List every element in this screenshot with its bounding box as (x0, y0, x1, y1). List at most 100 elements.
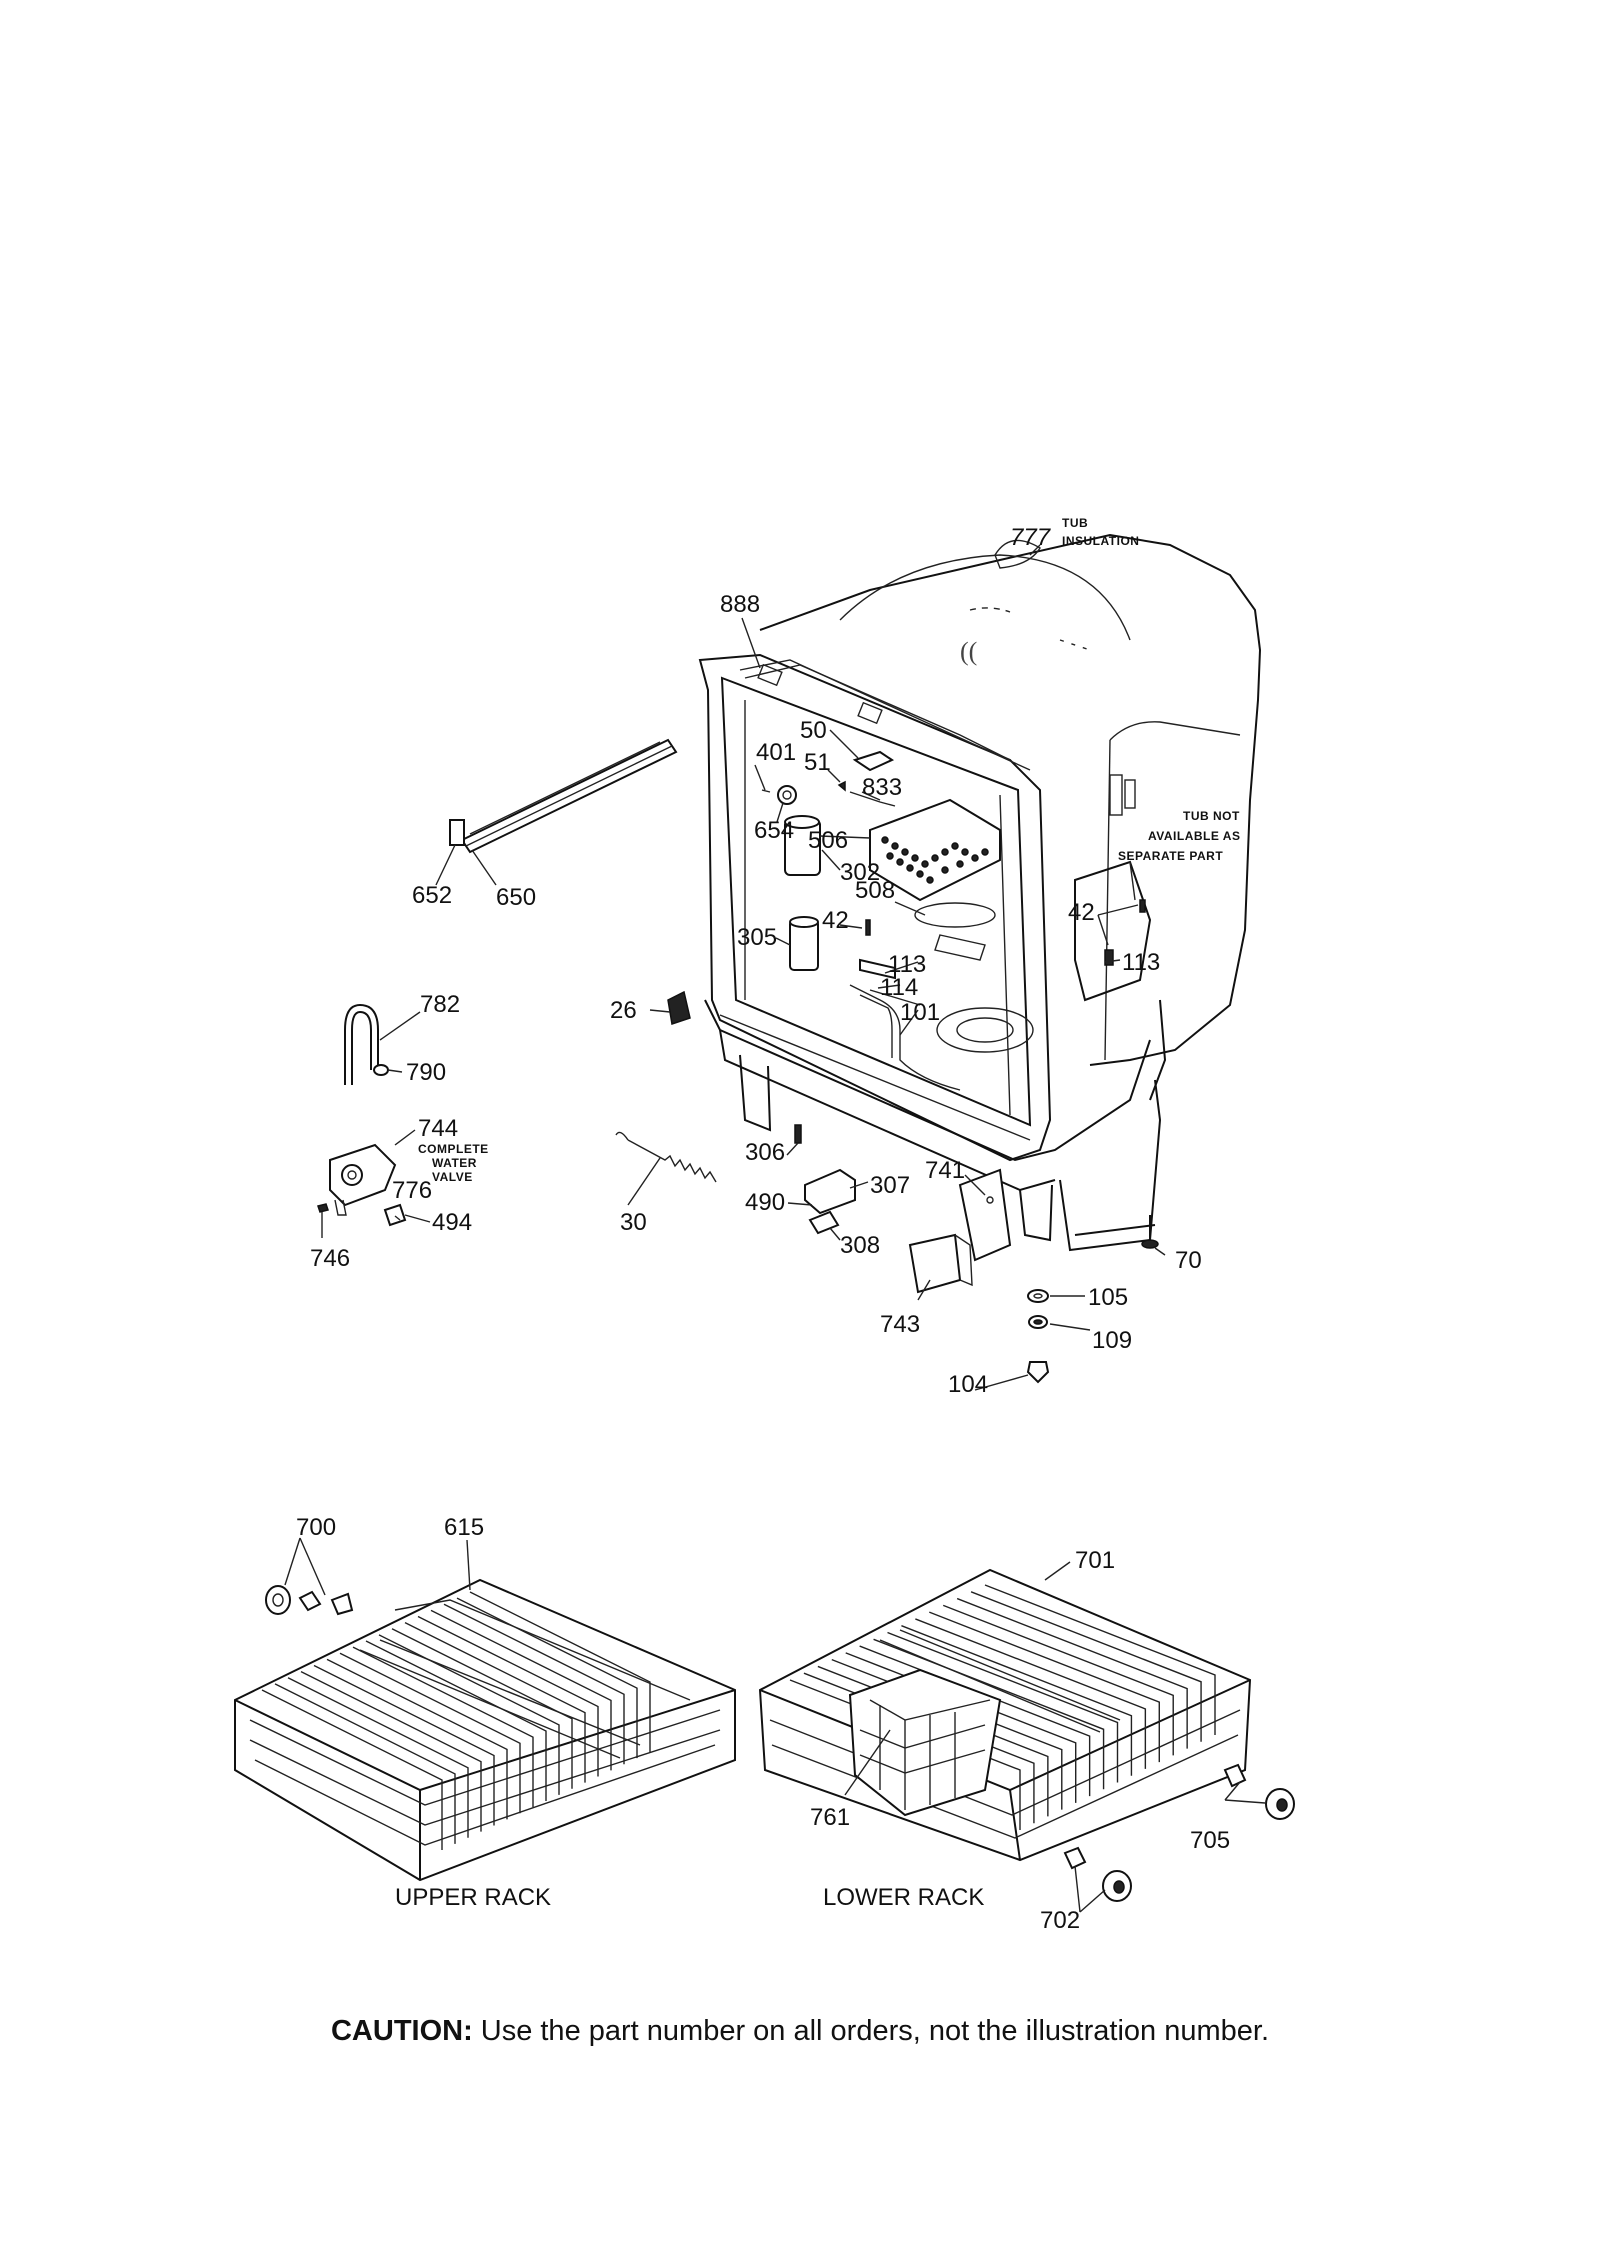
callout-30: 30 (620, 1209, 647, 1236)
silverware-basket-761 (848, 1668, 1002, 1817)
callout-51: 51 (804, 749, 831, 776)
rack-wire (287, 1677, 469, 1838)
tub-not-available-line1: TUB NOT (1183, 809, 1240, 823)
rack-wire (970, 1591, 1202, 1742)
callout-113-tub: 113 (1122, 949, 1160, 976)
callout-701: 701 (1075, 1547, 1115, 1574)
bracket-307 (804, 1168, 856, 1215)
rack-wire (417, 1615, 599, 1777)
callout-743: 743 (880, 1311, 920, 1338)
rack-wire (956, 1597, 1188, 1749)
water-valve-line1: COMPLETE (418, 1142, 489, 1156)
rack-wire (984, 1584, 1216, 1735)
part-308 (808, 1210, 840, 1235)
rack-wire (365, 1640, 547, 1801)
rack-wire (274, 1683, 456, 1844)
water-valve-line2: WATER (432, 1156, 477, 1170)
tub-not-available-line2: AVAILABLE AS (1148, 829, 1240, 843)
callout-101: 101 (900, 999, 940, 1026)
rack-wire (313, 1664, 495, 1826)
bracket-741 (958, 1168, 1012, 1262)
rack-wire (469, 1591, 651, 1752)
callout-652: 652 (412, 882, 452, 909)
tub-insulation-label-line2: INSULATION (1062, 534, 1139, 548)
callout-761: 761 (810, 1804, 850, 1831)
callout-494: 494 (432, 1209, 472, 1236)
wheel-705 (1223, 1763, 1295, 1820)
tub-not-available-line3: SEPARATE PART (1118, 849, 1223, 863)
rack-wire (378, 1634, 560, 1795)
callout-302: 302 (840, 859, 880, 886)
callout-114: 114 (880, 974, 918, 1001)
callout-42-tub: 42 (1068, 899, 1095, 926)
lower-rack-label: LOWER RACK (823, 1884, 984, 1911)
rack-wire (915, 1618, 1147, 1769)
rack-wire (901, 1625, 1133, 1776)
callout-109: 109 (1092, 1327, 1132, 1354)
callout-26: 26 (610, 997, 637, 1024)
callout-744: 744 (418, 1115, 458, 1142)
callout-746: 746 (310, 1245, 350, 1272)
callout-42: 42 (822, 907, 849, 934)
callout-308: 308 (840, 1232, 880, 1259)
callout-741: 741 (925, 1157, 965, 1184)
caution-note: CAUTION:Use the part number on all order… (0, 2015, 1600, 2048)
door-seal-650 (460, 738, 678, 854)
callout-833: 833 (862, 774, 902, 801)
callout-113: 113 (888, 951, 926, 978)
rack-wire (339, 1652, 521, 1814)
callout-702: 702 (1040, 1907, 1080, 1934)
rack-wire (430, 1609, 612, 1771)
roller-700 (265, 1585, 354, 1616)
caution-label: CAUTION: (330, 2015, 473, 2047)
callout-labels: 777 TUB INSULATION TUB NOT AVAILABLE AS … (296, 516, 1240, 1934)
callout-307: 307 (870, 1172, 910, 1199)
callout-700: 700 (296, 1514, 336, 1541)
lower-rack-701 (758, 1568, 1252, 1862)
upper-rack-label: UPPER RACK (395, 1884, 551, 1911)
rack-wire (326, 1658, 508, 1820)
leveling-leg-70 (1141, 1215, 1159, 1249)
water-valve-line3: VALVE (432, 1170, 473, 1184)
rack-wire (404, 1622, 586, 1783)
callout-654: 654 (754, 817, 794, 844)
svg-text:((: (( (960, 637, 977, 666)
callout-401: 401 (756, 739, 796, 766)
part-306 (794, 1124, 802, 1144)
hose-782 (344, 1003, 379, 1085)
rack-wire (942, 1604, 1174, 1756)
callout-615: 615 (444, 1514, 484, 1541)
rack-wire (873, 1638, 1105, 1790)
callout-790: 790 (406, 1059, 446, 1086)
water-valve-744 (317, 1143, 407, 1227)
callout-104: 104 (948, 1371, 988, 1398)
spring-30 (615, 1131, 717, 1183)
washer-105 (1027, 1289, 1049, 1303)
callout-888: 888 (720, 591, 760, 618)
callout-306: 306 (745, 1139, 785, 1166)
part-790 (373, 1064, 389, 1076)
callout-50: 50 (800, 717, 827, 744)
tub-insulation-label-line1: TUB (1062, 516, 1088, 530)
foot-104 (1026, 1361, 1050, 1384)
caution-text: Use the part number on all orders, not t… (480, 2015, 1270, 2047)
callout-782: 782 (420, 991, 460, 1018)
callout-305: 305 (737, 924, 777, 951)
rack-wire (300, 1671, 482, 1832)
callout-650: 650 (496, 884, 536, 911)
rack-wire (391, 1628, 573, 1789)
callout-105: 105 (1088, 1284, 1128, 1311)
rack-wire (456, 1597, 638, 1759)
rack-wire (887, 1631, 1119, 1783)
rack-wire (261, 1689, 443, 1850)
rack-wire (929, 1611, 1160, 1763)
leader-lines (284, 544, 1266, 1913)
callout-506: 506 (808, 827, 848, 854)
relay-743 (908, 1233, 973, 1294)
part-26 (667, 990, 691, 1025)
upper-rack-615 (234, 1578, 736, 1882)
wheel-702 (1063, 1846, 1132, 1902)
callout-776: 776 (392, 1177, 432, 1204)
callout-777: 777 (1010, 524, 1052, 551)
